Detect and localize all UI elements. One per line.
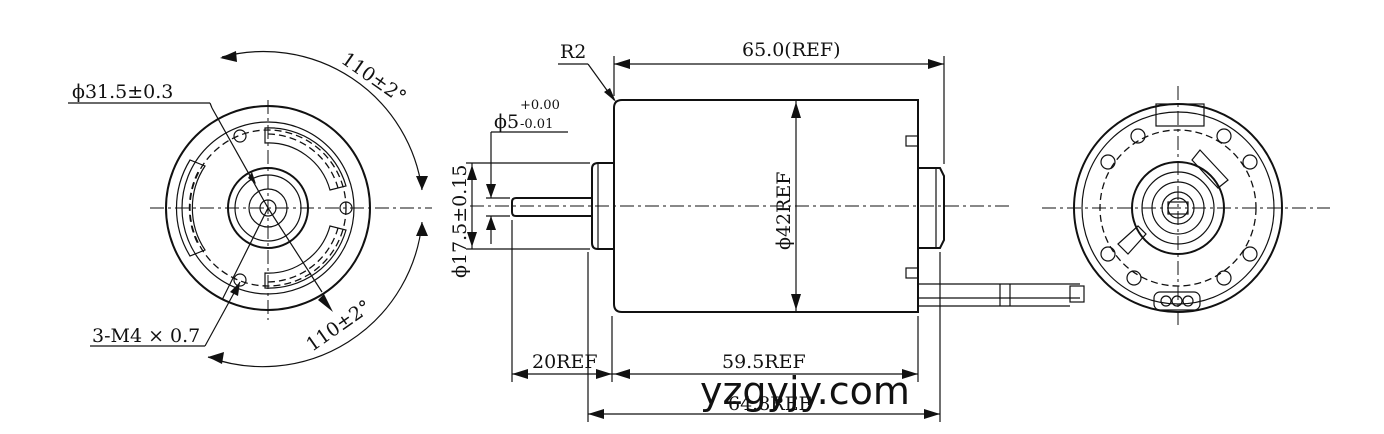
rear-brush-holder <box>918 167 945 249</box>
mount-holes-label: 3-M4 × 0.7 <box>92 325 200 347</box>
vent-slot-left-inner <box>188 171 199 245</box>
pilot-boss <box>591 162 614 250</box>
rear-hole-3 <box>1100 154 1116 170</box>
arrow-20-left <box>512 369 528 379</box>
rear-wire-2 <box>1171 295 1183 307</box>
angle-arc-top-arrow-start <box>220 51 237 62</box>
mount-hole-right <box>339 201 353 215</box>
rear-hole-2 <box>1216 128 1232 144</box>
rear-top-tab <box>1155 103 1205 127</box>
overall-length-ref-label: 65.0(REF) <box>742 39 841 61</box>
rear-slot-upper-right <box>1191 149 1229 189</box>
rear-hole-6 <box>1242 246 1258 262</box>
rear-bolt-circle <box>1099 129 1257 287</box>
lead-wires <box>918 283 1080 307</box>
arrow-pilot-top <box>467 165 477 180</box>
front-view: ϕ31.5±0.3 110±2° 110±2° 3-M4 × 0.7 <box>68 48 432 368</box>
hub-inner <box>234 174 302 242</box>
shaft-extension-ref-label: 20REF <box>532 351 598 373</box>
bolt-circle-diameter-label: ϕ31.5±0.3 <box>72 81 173 103</box>
rear-inner-rim <box>1081 111 1275 305</box>
arrow-59-5-left <box>614 369 630 379</box>
rear-wire-3 <box>1182 295 1194 307</box>
front-outer-circle <box>165 105 371 311</box>
arrow-shaft-top <box>486 184 496 198</box>
shaft-tolerance-lower: -0.01 <box>520 117 553 132</box>
rear-hole-7 <box>1126 270 1142 286</box>
r2-arrow <box>604 88 616 102</box>
front-inner-rim <box>181 121 355 295</box>
rear-wire-exit <box>1153 291 1201 311</box>
rear-view <box>1042 86 1330 328</box>
body-diameter-label: ϕ42REF <box>773 172 795 251</box>
rear-hub-outer <box>1131 161 1225 255</box>
angle-arc-top <box>221 50 423 191</box>
rear-hole-8 <box>1216 270 1232 286</box>
arrow-body-diameter-top <box>791 102 801 118</box>
pilot-diameter-label: ϕ17.5±0.15 <box>449 165 471 278</box>
hub-outer <box>227 167 309 249</box>
watermark: yzgyjy.com <box>700 369 910 413</box>
mount-hole-top <box>233 129 247 143</box>
shaft <box>511 197 592 217</box>
rear-hub-mid <box>1141 171 1215 245</box>
rear-slot-lower-left <box>1117 225 1147 255</box>
vent-slot-top <box>264 127 347 191</box>
mount-hole-bottom <box>233 273 247 287</box>
angle-arc-bottom-arrow-end <box>208 352 224 364</box>
shaft-tolerance-upper: +0.00 <box>520 98 560 113</box>
rear-tab-top <box>905 135 919 147</box>
arrow-64-8-right <box>924 409 940 419</box>
rear-shaft-slot <box>1167 201 1189 215</box>
rear-hole-5 <box>1100 246 1116 262</box>
motor-body <box>613 99 919 313</box>
mount-hole-leader-arrow <box>230 282 240 296</box>
vent-slot-bottom-inner <box>267 227 339 283</box>
arrow-angle-bottom-radial <box>318 294 333 312</box>
rear-tab-bottom <box>905 267 919 279</box>
arrow-65-left <box>614 59 630 69</box>
side-view: 65.0(REF) R2 ϕ42REF ϕ5 +0.00 -0.01 ϕ17.5… <box>449 39 1085 422</box>
rear-hole-1 <box>1130 128 1146 144</box>
corner-radius-label: R2 <box>560 41 586 63</box>
radial-line-lower-right <box>267 207 323 293</box>
shaft-circle <box>259 199 277 217</box>
arrow-65-right <box>928 59 944 69</box>
arrow-pilot-bottom <box>467 232 477 247</box>
arrow-20-right <box>596 369 612 379</box>
angle-top-label: 110±2° <box>337 48 410 108</box>
arrow-shaft-bottom <box>486 216 496 230</box>
rear-hole-4 <box>1242 154 1258 170</box>
arrow-59-5-right <box>902 369 918 379</box>
wire-terminal <box>1069 285 1085 303</box>
vent-slot-left <box>175 159 206 257</box>
rear-hub-inner <box>1151 181 1205 235</box>
radial-line-bottom <box>221 207 269 301</box>
leader-to-bolt-label <box>209 102 213 109</box>
vent-slot-top-inner <box>267 133 339 189</box>
angle-arc-top-arrow-end <box>416 176 428 190</box>
partial-length-ref-label: 64.8REF <box>728 393 812 415</box>
boss-circle <box>248 188 288 228</box>
angle-arc-bottom <box>207 221 423 368</box>
arrow-bolt-circle <box>248 172 256 184</box>
radial-line-top <box>211 107 269 209</box>
rear-bearing <box>1161 191 1195 225</box>
shaft-diameter-label: ϕ5 <box>494 111 519 133</box>
body-length-ref-label: 59.5REF <box>722 351 806 373</box>
vent-slot-bottom <box>264 225 347 289</box>
arrow-body-diameter-bottom <box>791 294 801 310</box>
rear-wire-1 <box>1160 295 1172 307</box>
angle-arc-bottom-arrow-start <box>416 222 428 236</box>
arrow-64-8-left <box>588 409 604 419</box>
